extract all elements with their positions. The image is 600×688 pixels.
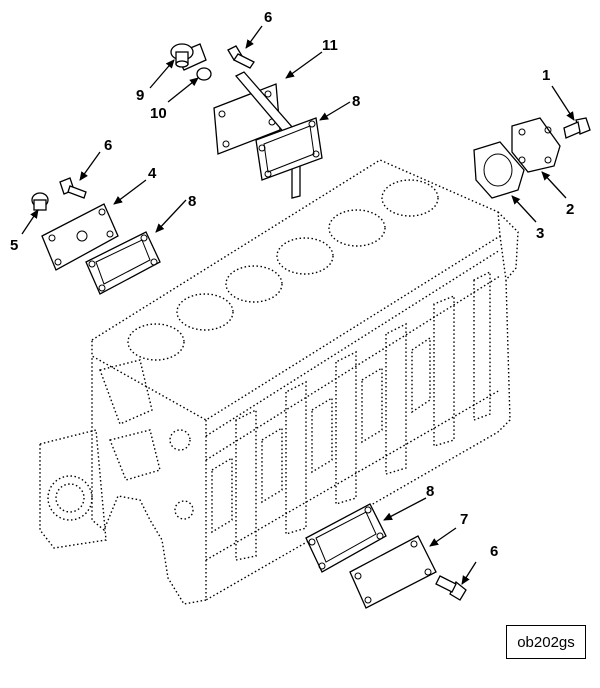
callout-1: 1 <box>542 67 550 84</box>
callout-2: 2 <box>566 201 574 218</box>
capscrew-part-6-bottom <box>435 575 467 601</box>
capscrew-part-6-top <box>227 45 255 69</box>
callout-5: 5 <box>10 237 18 254</box>
callout-11: 11 <box>322 37 338 54</box>
callout-8-top: 8 <box>352 93 360 110</box>
gasket-part-8-top <box>255 117 323 181</box>
figure-reference-code: ob202gs <box>506 625 586 659</box>
callout-3: 3 <box>536 225 544 242</box>
callout-7: 7 <box>460 511 468 528</box>
callout-labels: 1 2 3 4 5 6 6 6 7 8 8 8 9 10 11 <box>10 9 574 560</box>
plug-part-9 <box>170 43 194 68</box>
callout-10: 10 <box>150 105 167 122</box>
capscrew-part-1 <box>563 117 591 139</box>
cover-plate-part-7 <box>349 535 437 609</box>
callout-8-left: 8 <box>188 193 196 210</box>
callout-4: 4 <box>148 165 157 182</box>
inlet-connection-part-11 <box>175 43 301 199</box>
capscrew-part-6-left <box>59 177 87 199</box>
callout-6-left: 6 <box>104 137 112 154</box>
cover-plate-part-2 <box>511 117 561 173</box>
callout-6-top: 6 <box>264 9 272 26</box>
leader-lines <box>21 25 575 585</box>
gasket-part-8-left <box>85 231 161 295</box>
gasket-part-8-bottom <box>305 503 387 573</box>
gasket-part-3 <box>473 141 525 199</box>
callout-8-bottom: 8 <box>426 483 434 500</box>
cover-plate-part-4 <box>41 203 119 271</box>
callout-6-bottom: 6 <box>490 543 498 560</box>
plug-part-5 <box>31 192 49 211</box>
engine-block <box>39 159 519 605</box>
o-ring-part-10 <box>196 67 212 81</box>
callout-9: 9 <box>136 87 144 104</box>
